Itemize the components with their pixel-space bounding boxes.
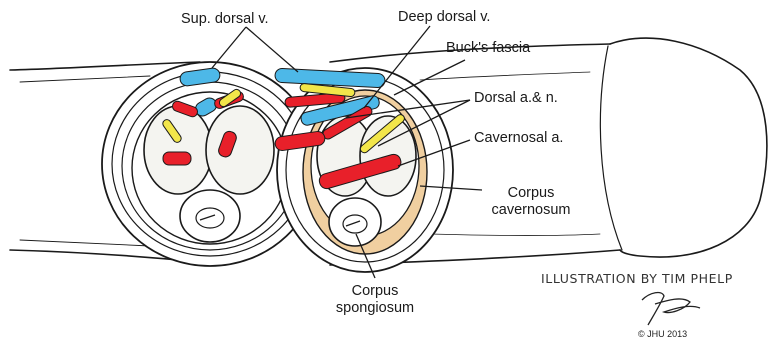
label-deep-dorsal-v: Deep dorsal v. (398, 9, 490, 26)
label-corpus-spongiosum-line2: spongiosum (330, 300, 420, 317)
label-cavernosal-a: Cavernosal a. (474, 130, 563, 147)
label-bucks-fascia: Buck's fascia (446, 40, 530, 57)
illustration-credit: ILLUSTRATION BY TIM PHELP (541, 271, 733, 286)
right-corpus-spongiosum (329, 198, 381, 246)
artist-signature (642, 293, 700, 325)
label-sup-dorsal-v: Sup. dorsal v. (181, 11, 269, 28)
left-cavernosal-artery-a (163, 152, 191, 165)
copyright-notice: © JHU 2013 (638, 329, 687, 339)
label-corpus-spongiosum-line1: Corpus (330, 283, 420, 300)
left-corpus-cavernosum-b (206, 106, 274, 194)
label-corpus-cavernosum: Corpus cavernosum (486, 185, 576, 219)
label-corpus-cavernosum-line1: Corpus (486, 185, 576, 202)
left-corpus-spongiosum (180, 190, 240, 242)
glans-outline (610, 38, 767, 257)
label-corpus-spongiosum: Corpus spongiosum (330, 283, 420, 317)
right-cross-section (274, 68, 453, 272)
label-dorsal-a-n: Dorsal a.& n. (474, 90, 558, 107)
corona-line (600, 46, 622, 250)
left-corpus-cavernosum-a (144, 106, 212, 194)
label-corpus-cavernosum-line2: cavernosum (486, 202, 576, 219)
